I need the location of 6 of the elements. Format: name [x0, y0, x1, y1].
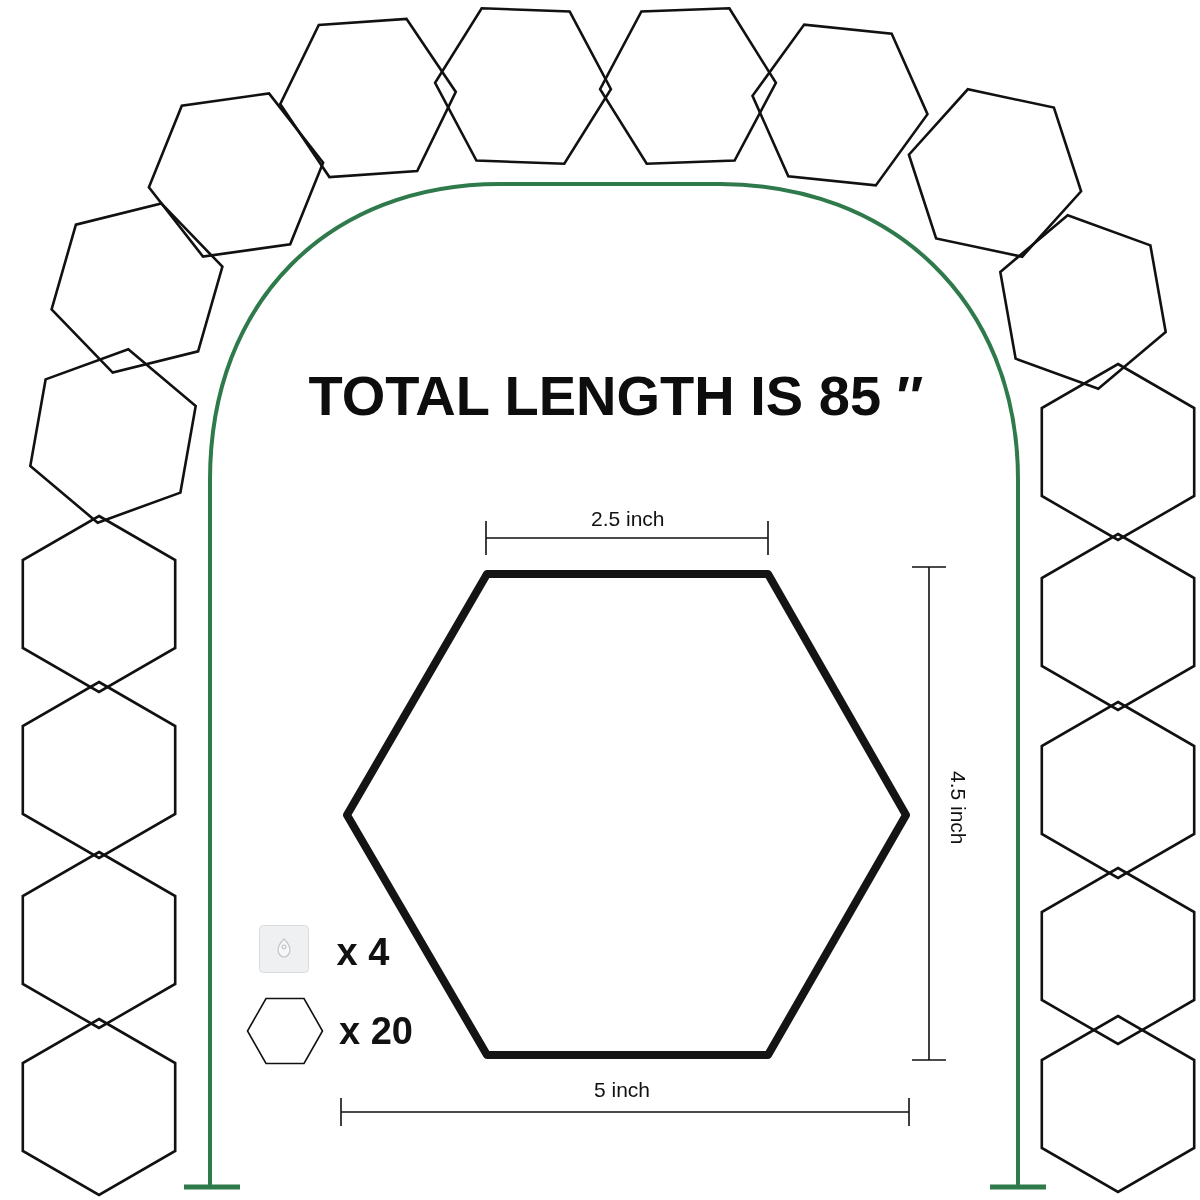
- dimension-label: 4.5 inch: [947, 771, 969, 845]
- dimension-label: 2.5 inch: [591, 507, 665, 529]
- quantity-label: x 4: [336, 933, 390, 971]
- title: TOTAL LENGTH IS 85 ″: [308, 368, 924, 424]
- quantity-label: x 20: [339, 1012, 413, 1050]
- dimension-label: 5 inch: [594, 1078, 651, 1100]
